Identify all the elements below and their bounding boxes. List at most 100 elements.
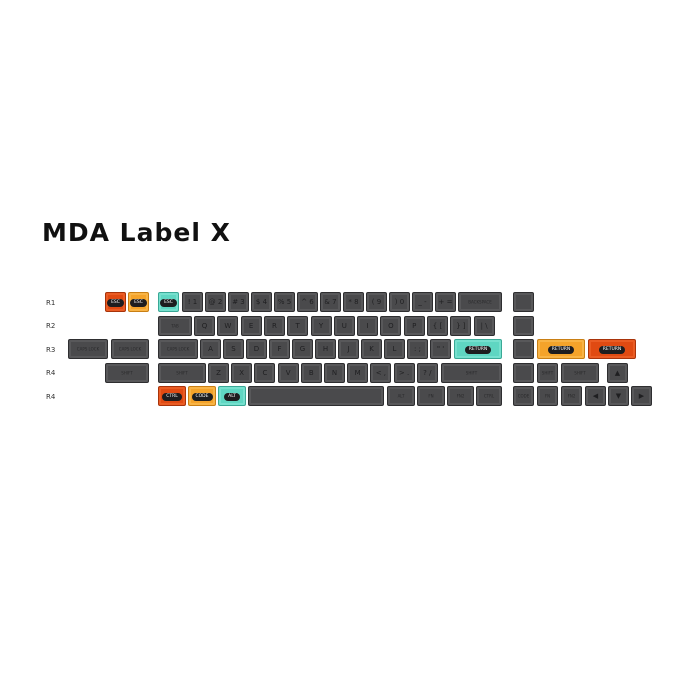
arrow-up-icon: ▲ <box>614 369 621 377</box>
key-r2letters-4: T <box>287 316 309 336</box>
key-r3letters-8: L <box>384 339 405 359</box>
key-alt-r: ALT <box>387 386 415 406</box>
key-esc-red: ESC <box>105 292 126 312</box>
key-legend: SHIFT <box>465 370 478 376</box>
key-tab: TAB <box>158 316 192 336</box>
key-arrow-left: ◀ <box>585 386 606 406</box>
key-r4-right <box>513 363 534 383</box>
row-label-r1: R1 <box>46 299 56 307</box>
key-r4letters-6: M <box>347 363 369 383</box>
key-r3letters-6: J <box>338 339 359 359</box>
key-legend: ! 1 <box>187 298 198 306</box>
key-legend: @ 2 <box>208 298 223 306</box>
key-return-teal: RETURN <box>454 339 502 359</box>
arrow-right-icon: ▶ <box>638 392 645 400</box>
key-legend: CODE <box>517 393 530 399</box>
key-legend: ALT <box>224 393 240 401</box>
key-r2letters-0: Q <box>194 316 215 336</box>
key-legend: ? / <box>423 369 432 377</box>
key-r3letters-4: G <box>292 339 313 359</box>
key-legend: J <box>347 345 350 353</box>
key-r3letters-5: H <box>315 339 336 359</box>
key-return-red: RETURN <box>588 339 636 359</box>
key-spacebar <box>248 386 384 406</box>
key-legend: { [ <box>432 322 443 330</box>
key-legend: Z <box>216 369 221 377</box>
key-r3letters-0: A <box>200 339 221 359</box>
key-legend: E <box>248 322 254 330</box>
key-legend: SHIFT <box>574 370 586 376</box>
key-legend: CTRL <box>162 393 182 401</box>
key-legend: X <box>239 369 245 377</box>
key-arrow-down: ▼ <box>608 386 629 406</box>
key-legend: ( 9 <box>371 298 382 306</box>
key-r4letters-3: V <box>277 363 299 383</box>
key-r2letters-6: U <box>333 316 355 336</box>
key-legend: ESC <box>107 299 124 307</box>
key-backspace: BACKSPACE <box>458 292 502 312</box>
key-esc-orange: ESC <box>128 292 149 312</box>
key-legend: CAPS LOCK <box>76 346 100 352</box>
key-legend: < , <box>375 369 387 377</box>
key-legend: Y <box>318 322 324 330</box>
key-legend: * 8 <box>348 298 359 306</box>
key-legend: H <box>322 345 329 353</box>
key-legend: O <box>388 322 394 330</box>
key-arrow-right: ▶ <box>631 386 652 406</box>
key-legend: L <box>392 345 397 353</box>
key-r4letters-4: B <box>300 363 322 383</box>
key-legend: K <box>369 345 374 353</box>
key-r1nums-5: ^ 6 <box>297 292 318 312</box>
key-r1nums-3: $ 4 <box>251 292 272 312</box>
key-r3letters-10: " ' <box>430 339 451 359</box>
key-legend: FN2 <box>456 393 465 399</box>
key-r4letters-8: > . <box>393 363 415 383</box>
key-legend: BACKSPACE <box>468 299 492 305</box>
key-ctrl-r: CTRL <box>476 386 502 406</box>
key-r1nums-4: % 5 <box>274 292 295 312</box>
key-r2letters-1: W <box>217 316 239 336</box>
key-legend: $ 4 <box>255 298 268 306</box>
key-legend: % 5 <box>277 298 292 306</box>
key-legend: I <box>366 322 369 330</box>
key-legend: & 7 <box>324 298 337 306</box>
key-r1nums-0: ! 1 <box>182 292 203 312</box>
key-r2letters-8: O <box>380 316 402 336</box>
key-shift-d: SHIFT <box>561 363 599 383</box>
key-legend: " ' <box>436 345 445 353</box>
key-r2letters-3: R <box>263 316 285 336</box>
row-label-r3: R3 <box>46 346 56 354</box>
key-r2letters-12: | \ <box>473 316 495 336</box>
key-legend: Q <box>201 322 208 330</box>
arrow-down-icon: ▼ <box>615 392 622 400</box>
key-ctrl: CTRL <box>158 386 186 406</box>
key-legend: U <box>341 322 347 330</box>
key-legend: ^ 6 <box>301 298 314 306</box>
key-legend: | \ <box>480 322 488 330</box>
key-legend: S <box>231 345 236 353</box>
key-legend: : ; <box>414 345 421 353</box>
key-r1nums-11: + = <box>435 292 456 312</box>
key-capslock-b: CAPS LOCK <box>111 339 149 359</box>
row-label-r5: R4 <box>46 393 56 401</box>
key-fn2: FN2 <box>447 386 474 406</box>
key-legend: F <box>277 345 282 353</box>
key-shift-c: SHIFT <box>537 363 558 383</box>
key-r1nums-2: # 3 <box>228 292 249 312</box>
key-fn-r: FN <box>537 386 558 406</box>
key-r3letters-1: S <box>223 339 244 359</box>
key-r3letters-7: K <box>361 339 382 359</box>
key-legend: + = <box>438 298 453 306</box>
key-legend: # 3 <box>232 298 245 306</box>
key-r4letters-1: X <box>231 363 253 383</box>
key-r4letters-9: ? / <box>416 363 438 383</box>
key-legend: C <box>262 369 268 377</box>
key-legend: P <box>412 322 417 330</box>
key-legend: FN <box>428 393 434 399</box>
key-legend: RETURN <box>464 346 492 354</box>
key-fn: FN <box>417 386 445 406</box>
key-r2letters-7: I <box>357 316 379 336</box>
key-legend: M <box>354 369 361 377</box>
key-r3letters-2: D <box>246 339 267 359</box>
key-r3-right <box>513 339 534 359</box>
